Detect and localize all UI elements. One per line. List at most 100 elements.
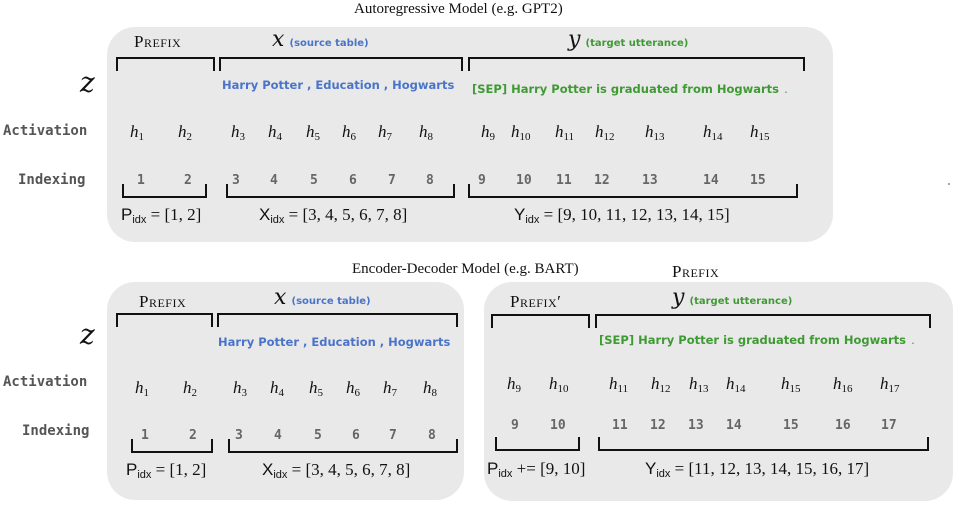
y-header-autoregressive: y (target utterance) [568, 27, 688, 52]
index-9: 9 [511, 418, 519, 433]
index-14: 14 [703, 173, 719, 188]
x-header-autoregressive: x (source table) [272, 27, 369, 52]
index-1: 1 [137, 173, 145, 188]
encoder-prefix-bracket-bottom [131, 439, 213, 453]
source-bracket-top [219, 57, 463, 71]
index-8: 8 [428, 428, 436, 443]
target-utterance-tokens: [SEP] Harry Potter is graduated from Hog… [472, 78, 788, 97]
index-17: 17 [881, 418, 897, 433]
decoder-target-bracket-top [595, 314, 931, 328]
x-variable: x [274, 285, 287, 310]
source-bracket-bottom [226, 184, 455, 198]
prefix-prime-label-decoder: Prefix′ [510, 292, 562, 311]
index-4: 4 [274, 428, 282, 443]
activation-h4: h4 [268, 122, 282, 143]
y-variable: y [672, 285, 685, 310]
decoder-panel [484, 282, 953, 501]
activation-h14: h14 [703, 122, 723, 143]
encoder-source-tokens: Harry Potter , Education , Hogwarts [218, 335, 451, 349]
index-10: 10 [550, 418, 566, 433]
encoder-source-bracket-bottom [228, 439, 458, 453]
index-15: 15 [783, 418, 799, 433]
activation-row-label-encoder-decoder: Activation [3, 374, 88, 390]
autoregressive-panel [107, 27, 833, 242]
indexing-row-label-encoder-decoder: Indexing [22, 423, 90, 439]
activation-h5: h5 [306, 122, 320, 143]
prefix-bracket-top [116, 57, 215, 71]
activation-h6: h6 [346, 378, 360, 399]
index-4: 4 [270, 173, 278, 188]
target-utterance-annotation: (target utterance) [689, 296, 793, 307]
activation-h10: h10 [511, 122, 531, 143]
floating-prefix-label: Prefix [672, 262, 720, 281]
source-table-annotation: (source table) [289, 38, 369, 49]
index-14: 14 [726, 418, 742, 433]
index-1: 1 [141, 428, 149, 443]
activation-h11: h11 [555, 122, 575, 143]
decoder-prefix-bracket-top [491, 314, 590, 328]
index-8: 8 [426, 173, 434, 188]
activation-h2: h2 [178, 122, 192, 143]
p-idx-formula-autoregressive: Pidx = [1, 2] [121, 205, 202, 226]
index-16: 16 [835, 418, 851, 433]
decoder-prefix-bracket-bottom [495, 437, 580, 451]
index-13: 13 [642, 173, 658, 188]
index-5: 5 [314, 428, 322, 443]
activation-h8: h8 [419, 122, 433, 143]
index-11: 11 [612, 418, 628, 433]
source-table-annotation: (source table) [291, 296, 371, 307]
prefix-label-autoregressive: Prefix [134, 32, 182, 51]
index-13: 13 [688, 418, 704, 433]
index-2: 2 [184, 173, 192, 188]
index-15: 15 [750, 173, 766, 188]
activation-h16: h16 [833, 374, 853, 395]
encoder-decoder-title: Encoder-Decoder Model (e.g. BART) [352, 261, 579, 277]
decoder-target-tokens: [SEP] Harry Potter is graduated from Hog… [599, 329, 915, 348]
prefix-bracket-bottom [122, 184, 207, 198]
index-2: 2 [189, 428, 197, 443]
activation-h7: h7 [383, 378, 397, 399]
y-idx-formula-autoregressive: Yidx = [9, 10, 11, 12, 13, 14, 15] [514, 205, 730, 226]
index-12: 12 [594, 173, 610, 188]
target-tokens-text: [SEP] Harry Potter is graduated from Hog… [472, 82, 779, 96]
index-7: 7 [388, 173, 396, 188]
target-bracket-top [468, 57, 805, 71]
encoder-panel [107, 282, 464, 500]
z-label-autoregressive: z [80, 66, 95, 99]
index-10: 10 [516, 173, 532, 188]
activation-h11: h11 [609, 374, 629, 395]
activation-h6: h6 [342, 122, 356, 143]
autoregressive-title: Autoregressive Model (e.g. GPT2) [354, 1, 563, 17]
activation-h12: h12 [595, 122, 615, 143]
activation-h17: h17 [880, 374, 900, 395]
x-idx-formula-autoregressive: Xidx = [3, 4, 5, 6, 7, 8] [259, 205, 408, 226]
activation-h3: h3 [231, 122, 245, 143]
index-3: 3 [232, 173, 240, 188]
p-idx-formula-decoder: Pidx += [9, 10] [487, 459, 586, 480]
target-period: . [911, 333, 915, 347]
activation-h9: h9 [481, 122, 495, 143]
x-header-encoder: x (source table) [274, 285, 371, 310]
activation-h13: h13 [689, 374, 709, 395]
index-12: 12 [650, 418, 666, 433]
indexing-row-label-autoregressive: Indexing [18, 172, 86, 188]
encoder-prefix-bracket-top [116, 313, 213, 327]
index-9: 9 [478, 173, 486, 188]
encoder-source-bracket-top [217, 313, 458, 327]
source-table-tokens: Harry Potter , Education , Hogwarts [222, 78, 455, 92]
activation-h9: h9 [507, 374, 521, 395]
activation-h1: h1 [135, 378, 149, 399]
activation-h8: h8 [423, 378, 437, 399]
activation-h3: h3 [233, 378, 247, 399]
activation-h15: h15 [781, 374, 801, 395]
index-7: 7 [389, 428, 397, 443]
target-period: . [784, 82, 788, 96]
stray-dot [948, 183, 950, 185]
activation-h5: h5 [309, 378, 323, 399]
target-bracket-bottom [468, 184, 798, 198]
activation-h12: h12 [651, 374, 671, 395]
index-5: 5 [310, 173, 318, 188]
y-variable: y [568, 27, 581, 52]
activation-h7: h7 [378, 122, 392, 143]
index-11: 11 [556, 173, 572, 188]
